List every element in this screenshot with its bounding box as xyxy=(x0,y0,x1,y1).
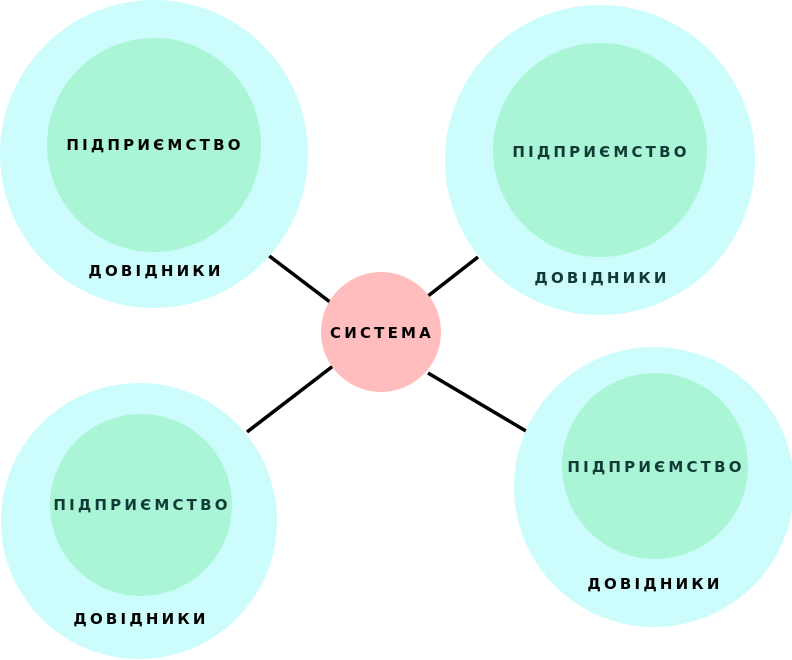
outer-label: ДОВІДНИКИ xyxy=(73,610,208,628)
inner-circle xyxy=(50,414,232,596)
connector-line-top-left xyxy=(266,253,332,304)
inner-circle xyxy=(562,373,748,559)
outer-label: ДОВІДНИКИ xyxy=(534,269,669,287)
inner-label: ПІДПРИЄМСТВО xyxy=(66,136,243,154)
cluster-bottom-left: ПІДПРИЄМСТВО ДОВІДНИКИ xyxy=(1,383,277,659)
cluster-bottom-right: ПІДПРИЄМСТВО ДОВІДНИКИ xyxy=(514,347,792,627)
outer-label: ДОВІДНИКИ xyxy=(88,262,223,280)
connector-line-top-right xyxy=(426,255,480,298)
cluster-top-right: ПІДПРИЄМСТВО ДОВІДНИКИ xyxy=(445,5,755,315)
inner-label: ПІДПРИЄМСТВО xyxy=(567,458,744,476)
center-node: СИСТЕМА xyxy=(321,272,441,392)
outer-label: ДОВІДНИКИ xyxy=(587,575,722,593)
center-circle xyxy=(321,272,441,392)
connector-line-bottom-left xyxy=(245,364,335,434)
inner-label: ПІДПРИЄМСТВО xyxy=(53,496,230,514)
connector-line-bottom-right xyxy=(427,371,527,433)
inner-circle xyxy=(493,43,707,257)
inner-circle xyxy=(47,38,261,252)
center-label: СИСТЕМА xyxy=(330,324,434,342)
cluster-top-left: ПІДПРИЄМСТВО ДОВІДНИКИ xyxy=(0,0,308,308)
inner-label: ПІДПРИЄМСТВО xyxy=(512,143,689,161)
